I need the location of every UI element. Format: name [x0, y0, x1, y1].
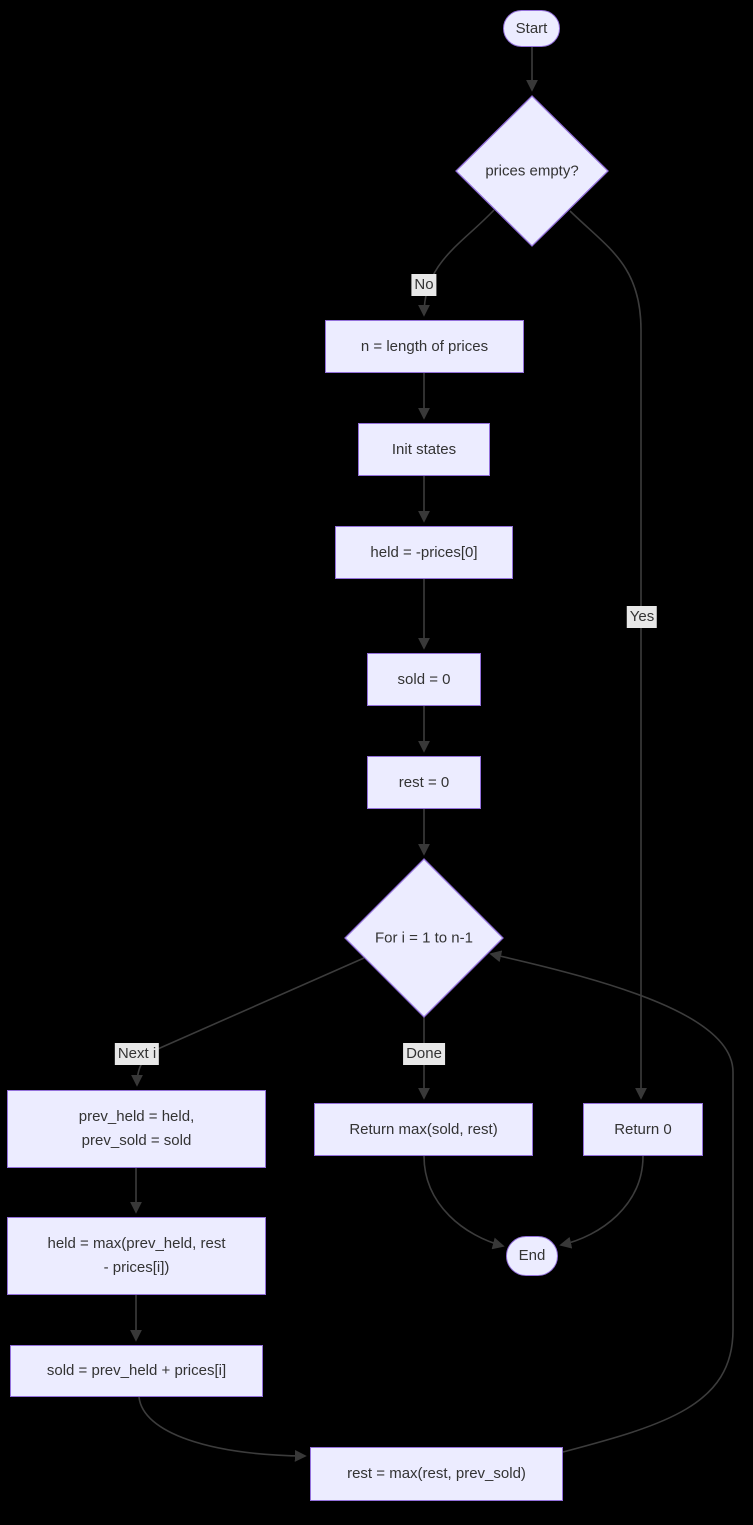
- node-held-update: held = max(prev_held, rest - prices[i]): [7, 1217, 266, 1295]
- node-sold-update: sold = prev_held + prices[i]: [10, 1345, 263, 1397]
- node-start: Start: [503, 10, 560, 47]
- edge-check-no-to-nlength: [418, 209, 495, 317]
- node-prev-assign: prev_held = held, prev_sold = sold: [7, 1090, 266, 1168]
- edge-soldupdate-to-restupdate: [138, 1396, 307, 1462]
- node-n-length: n = length of prices: [325, 320, 524, 373]
- node-held-init: held = -prices[0]: [335, 526, 513, 579]
- edges: [130, 47, 734, 1462]
- for-loop-decision-diamond: [344, 858, 504, 1018]
- edge-label-next-i: Next i: [114, 1043, 160, 1065]
- n-length-label: n = length of prices: [360, 337, 489, 355]
- init-states-label: Init states: [391, 440, 457, 458]
- edge-returnmax-to-end: [423, 1155, 505, 1250]
- prices-empty-decision-label: prices empty?: [485, 162, 579, 180]
- sold-update-label: sold = prev_held + prices[i]: [46, 1362, 227, 1379]
- prev-assign-line1: prev_held = held,: [78, 1108, 195, 1125]
- edge-label-no: No: [411, 274, 437, 296]
- sold-init-label: sold = 0: [397, 670, 451, 688]
- held-init-label: held = -prices[0]: [370, 543, 478, 561]
- edge-label-done: Done: [403, 1043, 445, 1065]
- node-rest-update: rest = max(rest, prev_sold): [310, 1447, 563, 1501]
- edge-check-yes-to-return0: [569, 210, 647, 1100]
- rest-update-label: rest = max(rest, prev_sold): [347, 1465, 526, 1482]
- edge-label-yes: Yes: [626, 606, 658, 628]
- return-max-label: Return max(sold, rest): [349, 1120, 498, 1138]
- edge-return0-to-end: [559, 1155, 644, 1249]
- held-update-line2: - prices[i]): [103, 1259, 170, 1276]
- start-label: Start: [515, 19, 548, 37]
- edge-forloop-nexti-to-prev: [131, 957, 365, 1087]
- node-return-max: Return max(sold, rest): [314, 1103, 533, 1156]
- node-end: End: [506, 1236, 558, 1276]
- node-init-states: Init states: [358, 423, 490, 476]
- end-label: End: [518, 1247, 546, 1264]
- node-sold-init: sold = 0: [367, 653, 481, 706]
- return-zero-label: Return 0: [614, 1120, 672, 1138]
- rest-init-label: rest = 0: [398, 773, 450, 791]
- edge-restupdate-loop-to-forloop: [489, 950, 734, 1453]
- for-loop-decision-label: For i = 1 to n-1: [375, 929, 473, 947]
- held-update-line1: held = max(prev_held, rest: [47, 1235, 226, 1252]
- node-rest-init: rest = 0: [367, 756, 481, 809]
- prev-assign-line2: prev_sold = sold: [81, 1132, 192, 1149]
- prices-empty-decision-diamond: [455, 95, 609, 247]
- node-return-zero: Return 0: [583, 1103, 703, 1156]
